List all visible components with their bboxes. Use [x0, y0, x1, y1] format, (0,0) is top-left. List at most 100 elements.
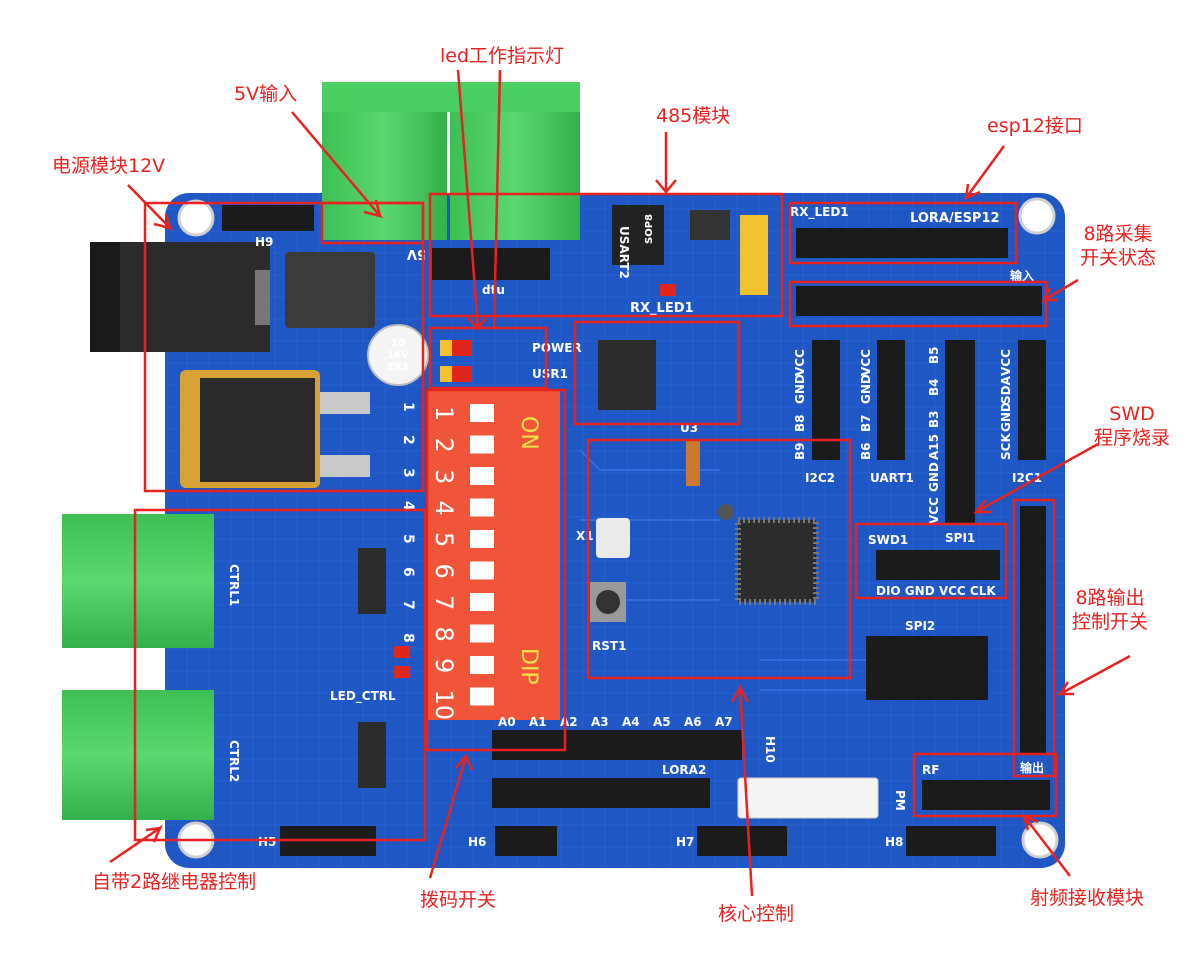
relay-diode [358, 722, 386, 788]
terminal-block-5v [322, 82, 580, 240]
header-dtu [432, 248, 550, 280]
header-spi2 [866, 636, 988, 700]
mcu-chip [735, 517, 819, 605]
silk-rf: RF [922, 763, 939, 777]
callout-relay-2: 自带2路继电器控制 [92, 871, 257, 893]
diode [686, 440, 700, 486]
silk-lora2: LORA2 [662, 763, 706, 777]
i2c1-pins-label: GND [999, 402, 1013, 432]
i2c1-pins-label: SDA [999, 375, 1013, 404]
header-swd [876, 550, 1000, 580]
arrow-core [730, 683, 754, 897]
box-led [428, 326, 548, 390]
callout-output-8: 8路输出 控制开关 [1072, 586, 1148, 634]
highlight-boxes [133, 192, 1058, 842]
callout-core-control: 核心控制 [718, 903, 795, 925]
callout-collect-8: 8路采集 开关状态 [1080, 222, 1156, 270]
silk-dip-on: ON [516, 416, 541, 450]
callout-esp12-port: esp12接口 [987, 115, 1083, 137]
side-number: 4 [400, 501, 416, 511]
analog-pin-label: A5 [653, 715, 671, 729]
dip-slot [470, 624, 494, 643]
arrow-dip [428, 753, 474, 879]
dip-slot [470, 435, 494, 454]
capacitor-label: ZX1 [387, 362, 409, 373]
silk-swd-pins: DIO GND VCC CLK [876, 584, 996, 598]
box-5v-input [320, 201, 425, 245]
side-number: 5 [400, 534, 416, 544]
silk-h7: H7 [676, 835, 694, 849]
silk-swd1: SWD1 [868, 533, 908, 547]
side-number: 2 [400, 435, 416, 445]
uart1-pins-label: B7 [859, 415, 873, 433]
led-power [452, 340, 472, 356]
silk-lora-esp12: LORA/ESP12 [910, 211, 1000, 226]
arrow-5v [291, 111, 384, 219]
capacitor-label: 16V [387, 350, 409, 361]
arrow-relay [109, 824, 163, 864]
silk-ctrl1: CTRL1 [227, 564, 241, 606]
silk-h6: H6 [468, 835, 486, 849]
arrow-esp12 [964, 145, 1006, 201]
relay-terminal-ctrl2 [62, 690, 214, 820]
header-h6 [495, 826, 557, 856]
box-collect [788, 280, 1048, 328]
arrow-power [127, 184, 174, 231]
box-power-module [143, 201, 425, 493]
electrolytic-capacitor [367, 324, 429, 386]
analog-pin-label: A4 [622, 715, 640, 729]
callout-485-module: 485模块 [656, 105, 731, 127]
silk-i2c2: I2C2 [805, 471, 835, 485]
dip-number: 6 [430, 564, 458, 579]
silk-power: POWER [532, 341, 582, 355]
analog-pin-label: A7 [715, 715, 733, 729]
header-spi1 [945, 340, 975, 525]
box-relay [133, 508, 427, 842]
silk-dip-dip: DIP [516, 648, 541, 685]
dip-slot [470, 561, 494, 580]
silk-rst1: RST1 [592, 639, 626, 653]
spi1-pin-label: A15 [927, 434, 941, 460]
header-h9 [222, 205, 314, 231]
silk-h9: H9 [255, 235, 273, 249]
callout-rf-module: 射频接收模块 [1030, 887, 1145, 909]
arrow-collect [1040, 278, 1079, 304]
box-power-chip [573, 320, 741, 426]
header-lora2 [492, 778, 710, 808]
power-regulator-body [200, 378, 315, 482]
dc-power-jack [90, 242, 270, 352]
mounting-hole [177, 199, 215, 237]
spi1-pin-label: VCC [927, 497, 941, 524]
dip-number: 8 [430, 627, 458, 642]
header-rf [922, 780, 1050, 810]
callout-power-module: 电源模块12V [52, 155, 166, 177]
dip-slot [470, 687, 494, 706]
callout-arrows [109, 69, 1131, 897]
box-core [586, 438, 852, 680]
header-i2c2 [812, 340, 840, 460]
silk-output: 输出 [1020, 760, 1044, 775]
voltage-regulator [598, 340, 656, 410]
side-number: 3 [400, 468, 416, 478]
crystal [596, 518, 630, 558]
dip-slot [470, 467, 494, 485]
box-rf [912, 752, 1058, 818]
i2c1-pins-label: VCC [999, 349, 1013, 376]
dip-number: 3 [430, 469, 458, 484]
arrow-led [492, 69, 502, 329]
header-uart1 [877, 340, 905, 460]
silk-led-ctrl: LED_CTRL [330, 689, 396, 704]
i2c2-pins-label: GND [793, 374, 807, 404]
callout-swd-line1: SWD [1109, 403, 1155, 425]
mcu-pin1-marker [718, 504, 734, 520]
arrow-swd [973, 442, 1099, 514]
silk-sop8: SOP8 [644, 214, 655, 244]
reset-button-cap [596, 590, 620, 614]
dip-slot [470, 498, 494, 517]
smd-component [740, 215, 768, 295]
